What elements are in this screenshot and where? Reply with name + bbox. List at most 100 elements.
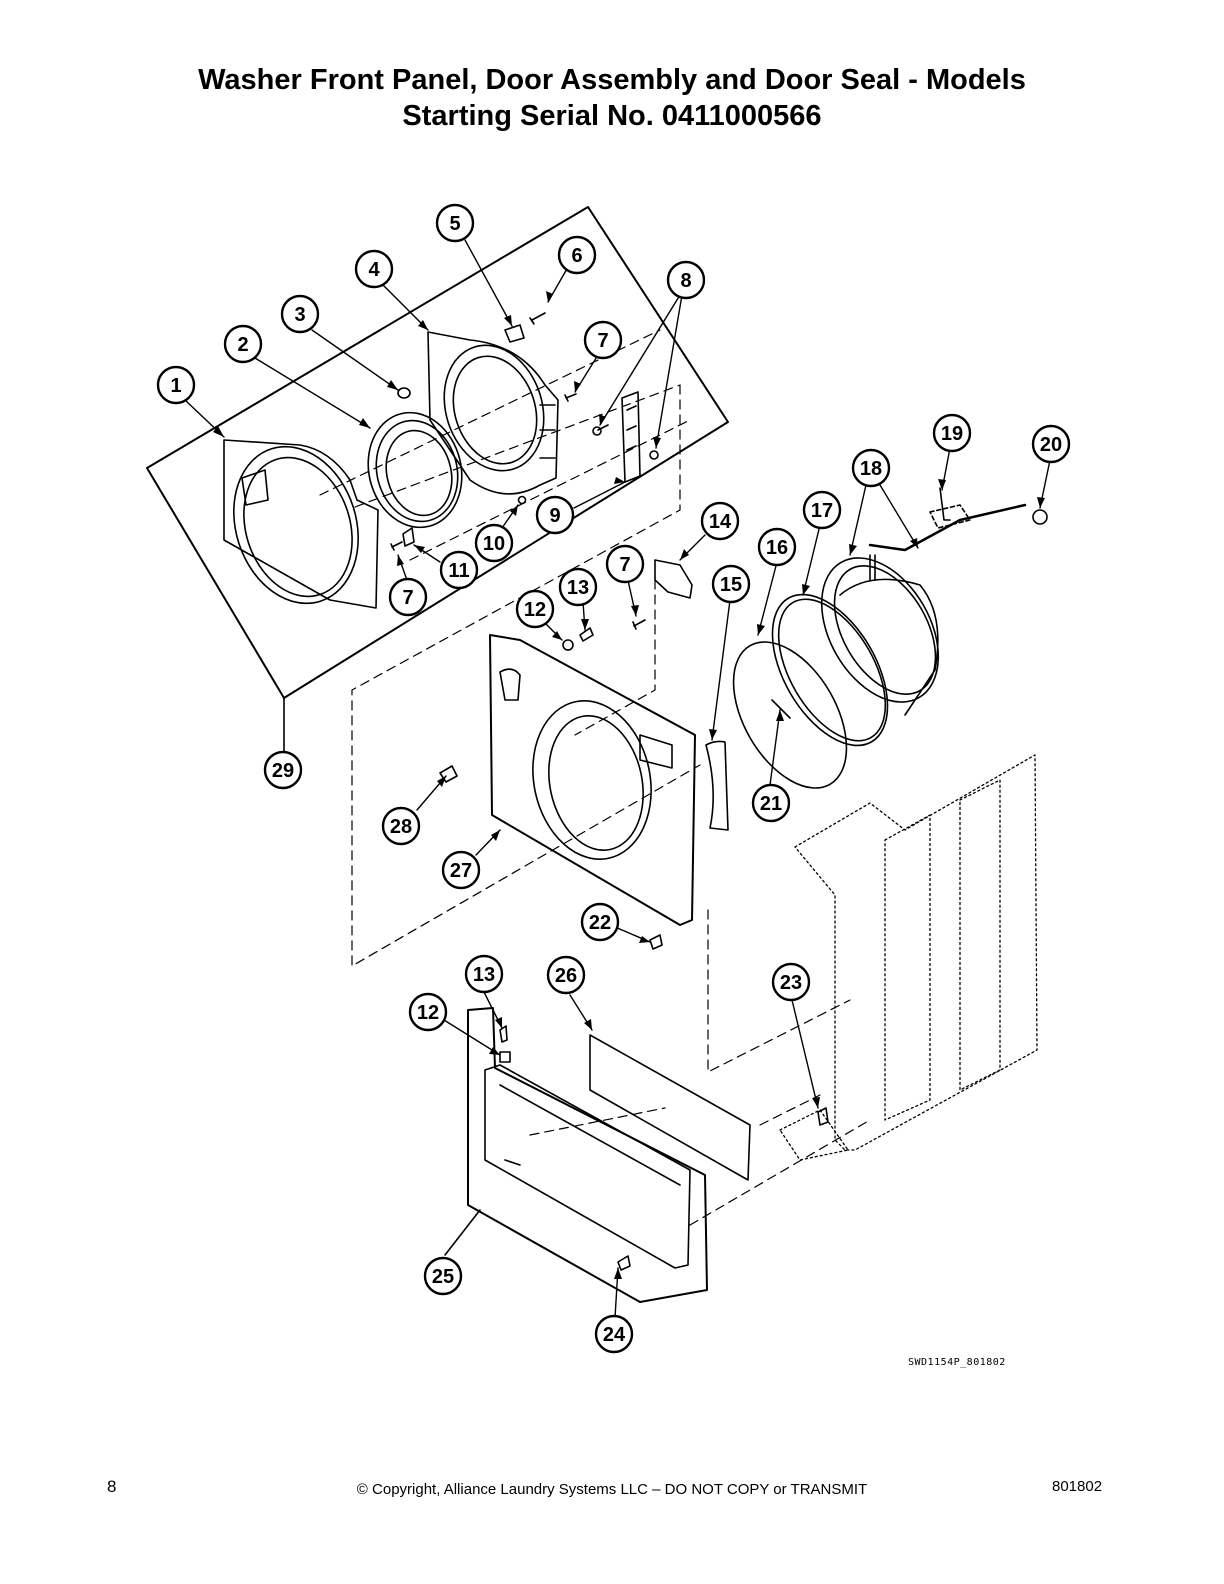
callout-29: 29 [263,750,303,790]
callout-label: 10 [483,533,505,555]
callout-20: 20 [1031,424,1071,464]
callout-circle [223,324,263,364]
callout-circle [439,550,479,590]
callout-label: 1 [170,375,181,397]
callout-3: 3 [280,294,320,334]
callout-9: 9 [535,495,575,535]
callout-15: 15 [711,564,751,604]
callout-circle [546,955,586,995]
callout-1: 1 [156,365,196,405]
label-26 [589,1034,751,1181]
hinge [621,391,641,483]
callout-circle [932,413,972,453]
bumper [397,387,411,399]
document-number: 801802 [1052,1478,1103,1495]
callout-circle [580,902,620,942]
callout-label: 8 [680,270,691,292]
callout-circle [594,1314,634,1354]
page-title: Washer Front Panel, Door Assembly and Do… [0,62,1224,134]
callout-label: 2 [237,334,248,356]
callout-circle [1031,424,1071,464]
callout-7: 7 [605,544,645,584]
callout-26: 26 [546,955,586,995]
callout-7: 7 [388,577,428,617]
vent-hose [868,503,1027,552]
callout-circle [605,544,645,584]
callout-label: 22 [589,912,611,934]
callout-label: 5 [449,213,460,235]
callout-circle [757,527,797,567]
callout-circle [435,203,475,243]
screw-6 [529,312,546,325]
arrowheads [213,291,1045,1279]
callout-10: 10 [474,523,514,563]
page-number: 8 [107,1477,117,1496]
callout-label: 15 [720,574,742,596]
clip-23 [817,1107,829,1126]
callout-circle [802,490,842,530]
callout-23: 23 [771,962,811,1002]
screw-8-b-head [649,450,659,460]
callout-label: 13 [473,964,495,986]
callout-circle [558,567,598,607]
callout-13: 13 [464,954,504,994]
callout-7: 7 [583,320,623,360]
callout-circle [156,365,196,405]
title-line-2: Starting Serial No. 0411000566 [402,100,822,132]
callout-label: 3 [294,304,305,326]
callout-circle [851,448,891,488]
callout-label: 7 [402,587,413,609]
callout-label: 28 [390,816,412,838]
inner-door-frame [427,331,559,495]
spring [771,699,791,719]
callout-17: 17 [802,490,842,530]
callout-circle [408,992,448,1032]
callout-circle [751,783,791,823]
front-panel [489,634,696,926]
callout-label: 26 [555,965,577,987]
callout-circle [557,235,597,275]
callout-label: 12 [524,599,546,621]
latch-bracket [504,324,525,343]
door-switch [654,559,693,599]
screw-13-upper [579,627,594,642]
callout-label: 21 [760,793,782,815]
callout-12: 12 [408,992,448,1032]
washer-12-upper [562,639,574,651]
callout-label: 17 [811,500,833,522]
callout-circle [583,320,623,360]
washer-12-lower [499,1051,511,1063]
callout-19: 19 [932,413,972,453]
clamp-ring-outer [732,641,848,789]
leader-25 [444,1209,481,1256]
callout-circle [464,954,504,994]
callout-25: 25 [423,1256,463,1296]
callout-label: 13 [567,577,589,599]
title-line-1: Washer Front Panel, Door Assembly and Do… [198,64,1026,96]
callout-22: 22 [580,902,620,942]
screw-8-a-head [592,426,602,436]
callout-label: 11 [448,560,469,582]
screw-7-a [564,393,577,402]
callout-16: 16 [757,527,797,567]
callout-24: 24 [594,1314,634,1354]
cabinet-outline [779,754,1038,1161]
callout-label: 19 [941,423,963,445]
callout-label: 24 [603,1324,626,1346]
callout-circle [515,589,555,629]
callout-label: 18 [860,458,882,480]
door-glass [367,411,463,529]
screw-13-lower [499,1025,508,1043]
screw-7-b [390,541,403,551]
callout-2: 2 [223,324,263,364]
clamp-ring [771,593,889,747]
drawing-code: SWD1154P_801802 [908,1357,1006,1368]
outer-door-frame [223,439,379,609]
callout-label: 20 [1040,434,1062,456]
callout-4: 4 [354,249,394,289]
callout-14: 14 [700,501,740,541]
door-seal [820,554,940,716]
callout-21: 21 [751,783,791,823]
